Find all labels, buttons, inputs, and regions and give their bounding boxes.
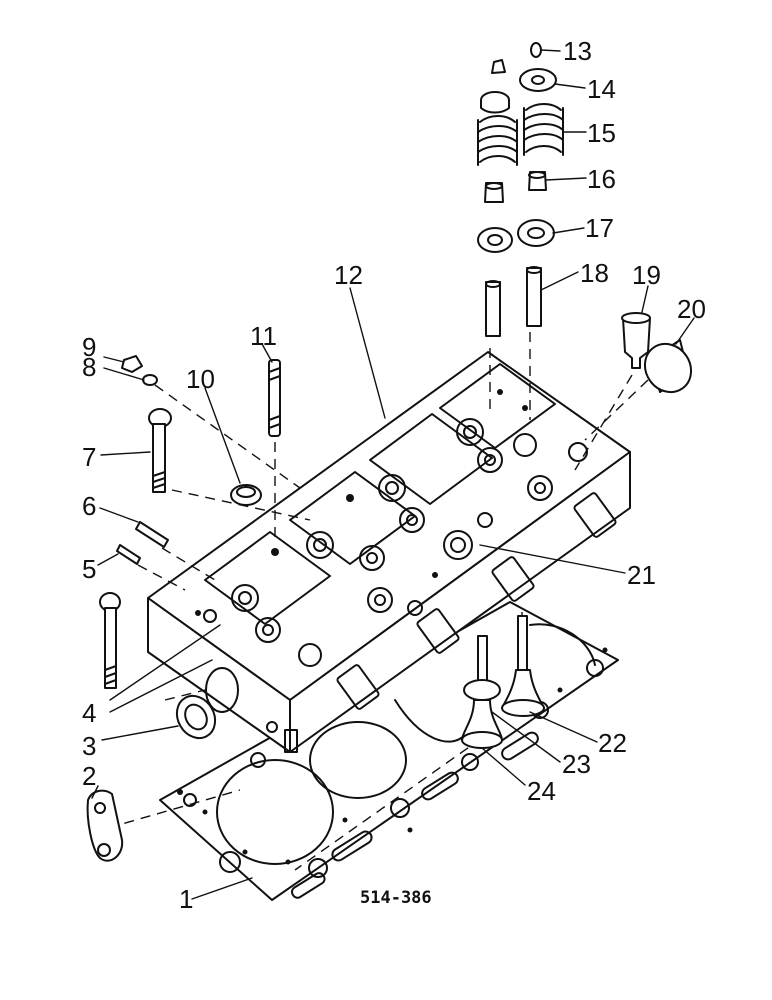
callout-1: 1 (179, 884, 193, 914)
callout-19: 19 (632, 260, 661, 290)
callout-9: 9 (82, 332, 96, 362)
callout-11: 11 (250, 321, 277, 351)
callout-4: 4 (82, 698, 96, 728)
callout-22: 22 (598, 728, 627, 758)
cylinder-head (147, 351, 631, 753)
valves (461, 615, 545, 749)
callout-20: 20 (677, 294, 706, 324)
callout-13: 13 (563, 36, 592, 66)
figure-code: 514-386 (360, 888, 432, 908)
valve-train-left (477, 59, 518, 337)
callout-8: 8 (82, 352, 96, 382)
callout-7: 7 (82, 442, 96, 472)
callout-10: 10 (186, 364, 215, 394)
callout-16: 16 (587, 164, 616, 194)
callout-24: 24 (527, 776, 556, 806)
callout-23: 23 (562, 749, 591, 779)
callout-3: 3 (82, 731, 96, 761)
expansion-plug (643, 339, 693, 394)
callout-17: 17 (585, 213, 614, 243)
callout-labels: 1 2 3 4 5 6 7 8 9 10 11 12 13 14 15 16 1… (82, 36, 706, 914)
small-parts-left (86, 355, 281, 862)
callout-2: 2 (82, 761, 96, 791)
callout-5: 5 (82, 554, 96, 584)
injector-sleeve (621, 312, 651, 369)
callout-12: 12 (334, 260, 363, 290)
valve-train-right (517, 42, 564, 327)
callout-14: 14 (587, 74, 616, 104)
leader-lines (91, 49, 695, 900)
callout-6: 6 (82, 491, 96, 521)
callout-21: 21 (627, 560, 656, 590)
callout-18: 18 (580, 258, 609, 288)
callout-15: 15 (587, 118, 616, 148)
